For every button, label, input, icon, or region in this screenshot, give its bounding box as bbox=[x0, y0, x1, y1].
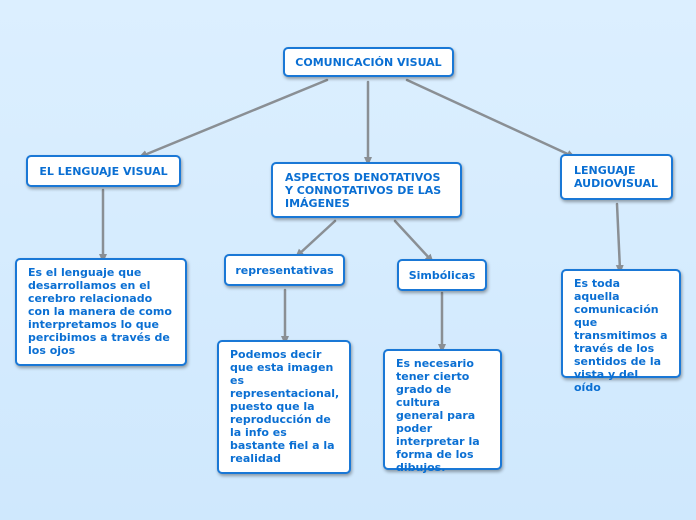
connector-audiovisual-definition bbox=[615, 202, 624, 274]
node-comunicacion-visual[interactable]: COMUNICACIÓN VISUAL bbox=[283, 47, 454, 77]
node-aspectos-denotativos-connotativos[interactable]: ASPECTOS DENOTATIVOS Y CONNOTATIVOS DE L… bbox=[271, 162, 462, 218]
connector-root-lenguaje-visual bbox=[138, 78, 329, 158]
connector-aspectos-representativas bbox=[295, 219, 337, 258]
node-definition-audiovisual[interactable]: Es toda aquella comunicación que transmi… bbox=[561, 269, 681, 394]
connector-aspectos-simbolicas bbox=[393, 219, 434, 263]
connector-root-audiovisual bbox=[405, 78, 576, 158]
node-representativas[interactable]: representativas bbox=[224, 254, 345, 286]
node-definition-lenguaje-visual[interactable]: Es el lenguaje que desarrollamos en el c… bbox=[15, 258, 187, 366]
node-el-lenguaje-visual[interactable]: EL LENGUAJE VISUAL bbox=[26, 155, 181, 187]
node-simbolicas[interactable]: Simbólicas bbox=[397, 259, 487, 291]
node-definition-simbolicas[interactable]: Es necesario tener cierto grado de cultu… bbox=[383, 349, 502, 474]
node-lenguaje-audiovisual[interactable]: LENGUAJE AUDIOVISUAL bbox=[560, 154, 673, 200]
node-definition-representativas[interactable]: Podemos decir que esta imagen es represe… bbox=[217, 340, 351, 474]
